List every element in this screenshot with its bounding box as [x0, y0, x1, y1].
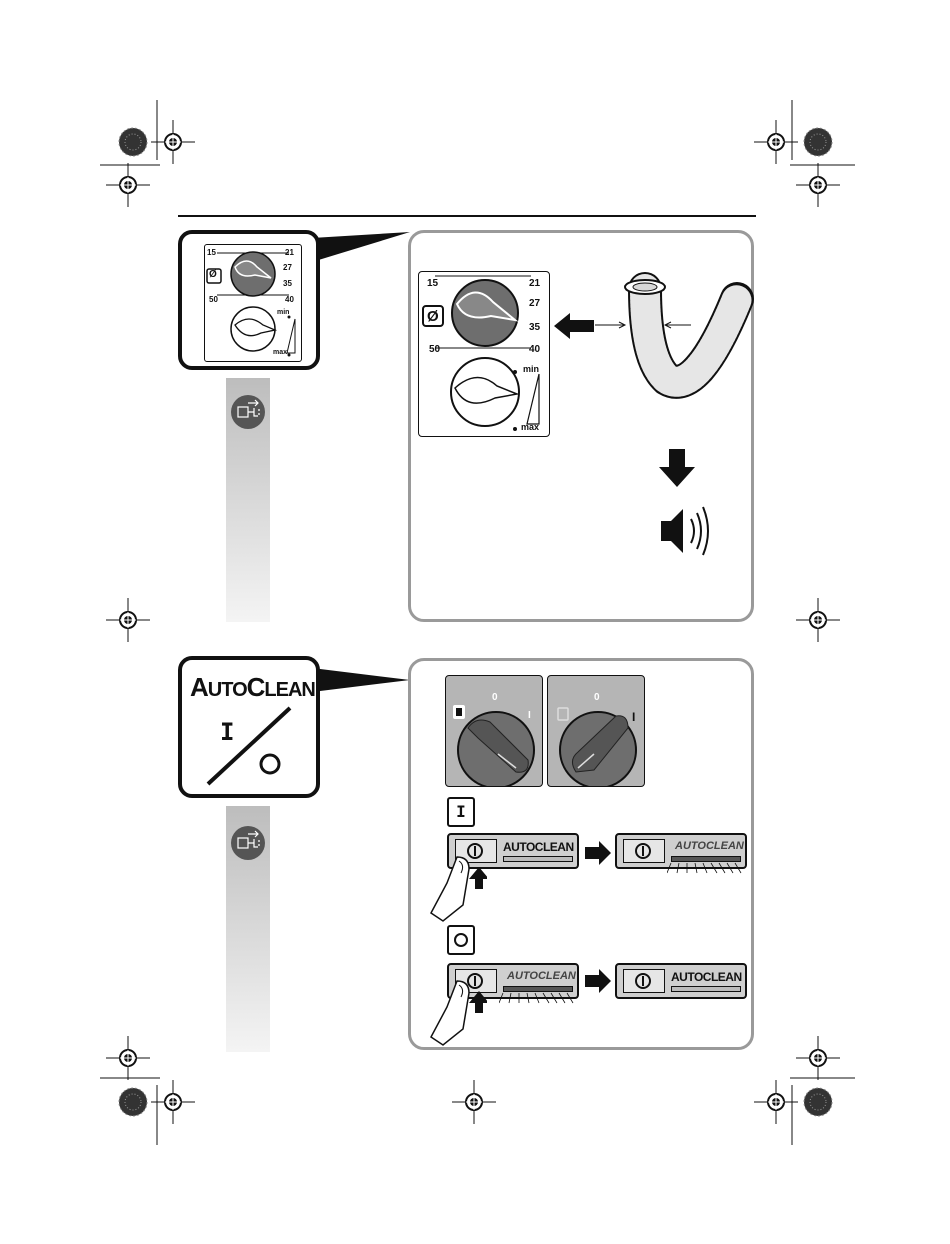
registration-mark-icon — [452, 1080, 496, 1124]
registration-mark-icon — [796, 1036, 840, 1080]
dial-label-27: 27 — [529, 298, 540, 309]
registration-mark-icon — [106, 163, 150, 207]
dial-label-35: 35 — [529, 322, 540, 333]
autoclean-panel: 0 I 0 I I AUTOCLEAN — [408, 658, 754, 1050]
unplug-icon — [231, 395, 265, 429]
registration-mark-icon — [151, 1080, 195, 1124]
autoclean-label-lit: AUTOCLEAN — [507, 970, 576, 982]
dial-label-15: 15 — [207, 248, 216, 257]
speaker-icon — [655, 505, 715, 561]
power-icon — [633, 971, 653, 991]
registration-mark-icon — [754, 120, 798, 164]
registration-mark-icon — [754, 1080, 798, 1124]
registration-mark-icon — [804, 128, 832, 156]
on-off-slash-icon — [178, 656, 320, 798]
glow-rays-icon — [667, 861, 747, 875]
arrow-right-icon — [583, 969, 613, 993]
power-min-label: min — [523, 364, 539, 374]
dial-card: 15 21 27 35 50 40 Ø min max — [418, 271, 550, 437]
registration-mark-icon — [119, 1088, 147, 1116]
dial-label-50: 50 — [429, 344, 440, 355]
power-max-label: max — [273, 349, 287, 356]
unplug-icon — [231, 826, 265, 860]
power-icon — [633, 841, 653, 861]
control-panel-after-off: AUTOCLEAN — [615, 963, 747, 999]
switch-label-one: I — [528, 710, 531, 721]
autoclean-label: AUTOCLEAN — [671, 970, 742, 984]
dial-callout: 15 21 27 35 50 40 Ø min max — [178, 230, 320, 370]
dial-label-50: 50 — [209, 295, 218, 304]
autoclean-label-lit: AUTOCLEAN — [675, 840, 744, 852]
control-panel-after-on: AUTOCLEAN — [615, 833, 747, 869]
finger-press-icon — [417, 847, 487, 927]
on-symbol: I — [220, 718, 234, 746]
registration-mark-icon — [119, 128, 147, 156]
dial-label-21: 21 — [285, 248, 294, 257]
dial-label-27: 27 — [283, 263, 292, 272]
registration-mark-icon — [106, 598, 150, 642]
callout-pointer — [312, 664, 422, 700]
step-on-symbol: I — [447, 797, 475, 827]
rotary-switch-on: 0 I — [547, 675, 645, 787]
arrow-down-icon — [657, 447, 697, 489]
finger-press-icon — [417, 971, 487, 1051]
arrow-right-icon — [583, 841, 613, 865]
registration-mark-icon — [151, 120, 195, 164]
switch-label-zero: 0 — [594, 692, 600, 703]
header-rule — [178, 215, 756, 217]
registration-mark-icon — [796, 598, 840, 642]
dial-label-21: 21 — [529, 278, 540, 289]
switch-label-one: I — [632, 710, 635, 724]
power-max-label: max — [521, 422, 539, 432]
registration-mark-icon — [804, 1088, 832, 1116]
hose-diameter-panel: 15 21 27 35 50 40 Ø min max — [408, 230, 754, 622]
registration-mark-icon — [796, 163, 840, 207]
dial-label-40: 40 — [529, 344, 540, 355]
autoclean-callout: AUTOCLEAN I — [178, 656, 320, 798]
switch-label-zero: 0 — [492, 692, 498, 703]
dial-label-35: 35 — [283, 279, 292, 288]
glow-rays-icon — [499, 991, 579, 1005]
registration-mark-icon — [106, 1036, 150, 1080]
dial-label-15: 15 — [427, 278, 438, 289]
rotary-switch-off: 0 I — [445, 675, 543, 787]
dial-label-40: 40 — [285, 295, 294, 304]
power-min-label: min — [277, 309, 289, 316]
hose-icon — [587, 269, 757, 409]
autoclean-label: AUTOCLEAN — [503, 840, 574, 854]
step-off-symbol — [447, 925, 475, 955]
diameter-symbol: Ø — [209, 269, 217, 280]
diameter-symbol: Ø — [427, 308, 439, 325]
